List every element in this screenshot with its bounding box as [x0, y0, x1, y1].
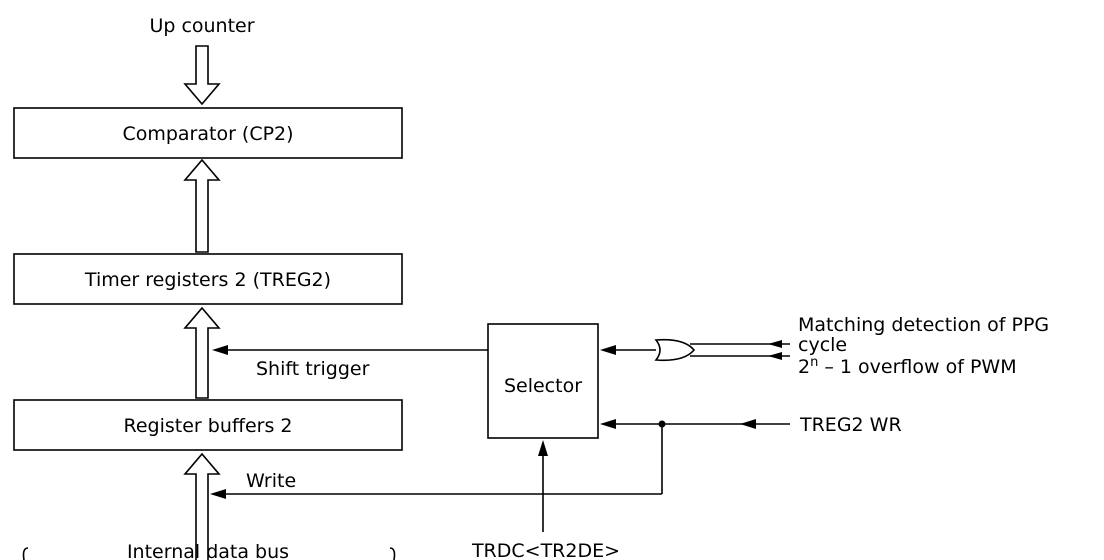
- timer-registers-label: Timer registers 2 (TREG2): [84, 269, 331, 291]
- register-buffers-block: Register buffers 2: [13, 399, 403, 451]
- selector-box: [487, 323, 599, 439]
- write-label: Write: [246, 470, 296, 492]
- trdc-label: TRDC<TR2DE>: [471, 540, 620, 560]
- timer-registers-box: [13, 253, 403, 305]
- comparator-block: Comparator (CP2): [13, 107, 403, 159]
- or-gate: [654, 338, 696, 362]
- register-buffers-box: [13, 399, 403, 451]
- matching-detection-label: Matching detection of PPG: [798, 314, 1049, 336]
- pwm-overflow-label: 2n – 1 overflow of PWM: [798, 355, 1017, 378]
- up-counter-label: Up counter: [149, 15, 254, 37]
- trdc-arrowhead: [538, 440, 548, 456]
- cycle-label: cycle: [798, 334, 847, 356]
- ppg-input-arrowhead: [768, 340, 782, 348]
- timer-registers-block: Timer registers 2 (TREG2): [13, 253, 403, 305]
- treg2-wr-selector-arrowhead: [600, 419, 616, 429]
- internal-bus-label: Internal data bus: [127, 541, 289, 560]
- buffers-to-treg2-bus-arrow: [183, 306, 221, 399]
- shift-trigger-label: Shift trigger: [256, 358, 370, 380]
- or-output-arrowhead: [600, 345, 616, 355]
- comparator-box: [13, 107, 403, 159]
- internal-bus-to-buffers-bus-arrow: [183, 452, 221, 560]
- treg2-to-comparator-bus-arrow: [183, 158, 221, 253]
- write-arrowhead: [210, 489, 226, 499]
- comparator-label: Comparator (CP2): [122, 123, 293, 145]
- pwm-input-arrowhead: [768, 352, 782, 360]
- register-buffers-label: Register buffers 2: [124, 415, 293, 437]
- selector-block: Selector: [487, 323, 599, 439]
- up-counter-bus-arrow: [183, 45, 221, 106]
- internal-bus-brace: [22, 547, 396, 560]
- selector-label: Selector: [504, 375, 582, 397]
- shift-trigger-arrowhead: [212, 345, 228, 355]
- treg2-wr-input-arrowhead: [740, 419, 756, 429]
- treg2-wr-label: TREG2 WR: [799, 414, 902, 436]
